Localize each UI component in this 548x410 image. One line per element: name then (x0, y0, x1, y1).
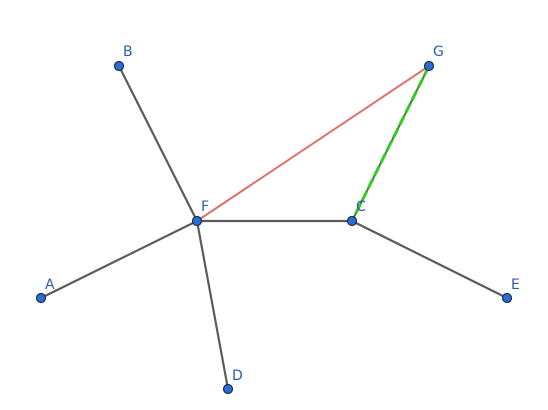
node-label-d: D (232, 368, 243, 384)
node-label-e: E (511, 277, 520, 293)
node-label-f: F (201, 199, 209, 215)
node-label-b: B (123, 44, 133, 60)
labels-layer: A B C D E F G (45, 44, 520, 384)
edge-f-a (39, 219, 199, 300)
node-g[interactable] (423, 60, 435, 72)
node-f[interactable] (191, 215, 203, 227)
node-d[interactable] (222, 383, 234, 395)
node-e[interactable] (501, 292, 513, 304)
edge-f-d (195, 219, 230, 391)
node-label-c: C (356, 199, 366, 215)
edge-f-b (117, 64, 199, 223)
node-label-a: A (45, 277, 55, 293)
edge-g-c (350, 65, 431, 222)
node-b[interactable] (113, 60, 125, 72)
edge-c-e (350, 219, 509, 300)
node-c[interactable] (346, 215, 358, 227)
nodes-layer (35, 60, 513, 395)
edge-f-g (196, 65, 430, 222)
node-a[interactable] (35, 292, 47, 304)
node-label-g: G (433, 44, 444, 60)
edges-layer (39, 64, 509, 391)
